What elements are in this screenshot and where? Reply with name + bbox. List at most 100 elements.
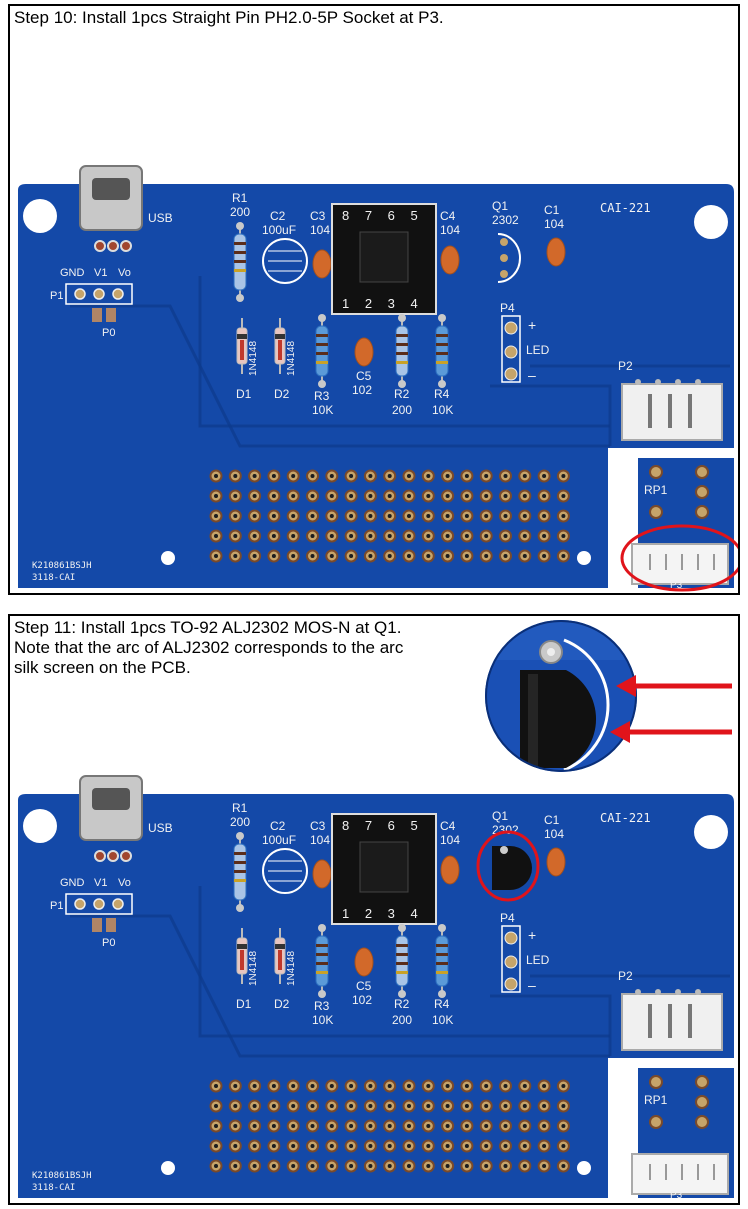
plus-label: +: [528, 317, 536, 333]
perfboard-grid: [209, 469, 570, 563]
ic-chip: [359, 231, 409, 283]
r2-label: R2: [394, 997, 410, 1011]
chip-pins-top: 8 7 6 5: [342, 818, 424, 833]
vo-label: Vo: [118, 877, 131, 889]
p0-pad: [92, 918, 102, 932]
solder-pad: [500, 238, 508, 246]
p2-label: P2: [618, 359, 633, 373]
r4-resistor: [435, 924, 449, 998]
c1-value: 104: [544, 827, 564, 841]
step-10-panel: Step 10: Install 1pcs Straight Pin PH2.0…: [8, 4, 740, 595]
mounting-hole: [694, 205, 728, 239]
c4-value: 104: [440, 223, 460, 237]
c5-capacitor: [354, 947, 374, 977]
solder-pad: [74, 898, 86, 910]
d2-diode: [274, 928, 286, 984]
led-label: LED: [526, 343, 550, 357]
solder-pad: [504, 321, 518, 335]
r4-value: 10K: [432, 403, 453, 417]
gnd-label: GND: [60, 267, 85, 279]
r2-resistor: [395, 924, 409, 998]
mounting-hole: [694, 815, 728, 849]
r1-label: R1: [232, 801, 248, 815]
mounting-hole: [161, 1161, 175, 1175]
d1-label: D1: [236, 997, 252, 1011]
c2-label: C2: [270, 819, 286, 833]
p4-outline: [501, 925, 521, 993]
r2-value: 200: [392, 1013, 412, 1027]
r4-value: 10K: [432, 1013, 453, 1027]
d1-diode: [236, 928, 248, 984]
minus-label: –: [528, 367, 536, 383]
solder-pad: [112, 288, 124, 300]
c3-label: C3: [310, 209, 326, 223]
r3-resistor: [315, 314, 329, 388]
led-label: LED: [526, 953, 550, 967]
board-model-label: CAI-221: [600, 201, 651, 215]
gnd-label: GND: [60, 877, 85, 889]
ic-chip: [359, 841, 409, 893]
r4-resistor: [435, 314, 449, 388]
r1-value: 200: [230, 205, 250, 219]
r1-label: R1: [232, 191, 248, 205]
r1-value: 200: [230, 815, 250, 829]
c3-label: C3: [310, 819, 326, 833]
d1-value: 1N4148: [248, 951, 259, 986]
c1-capacitor: [546, 847, 566, 877]
board-code: 3118-CAI: [32, 1183, 75, 1193]
solder-pad: [695, 465, 709, 479]
c4-label: C4: [440, 819, 456, 833]
r3-resistor: [315, 924, 329, 998]
vo-label: Vo: [118, 267, 131, 279]
mounting-hole: [577, 1161, 591, 1175]
c4-label: C4: [440, 209, 456, 223]
c5-label: C5: [356, 979, 372, 993]
d2-diode: [274, 318, 286, 374]
p3-label: P3: [670, 580, 683, 591]
p4-outline: [501, 315, 521, 383]
solder-pad: [107, 850, 119, 862]
q1-label: Q1: [492, 809, 508, 823]
solder-pad: [504, 931, 518, 945]
c1-label: C1: [544, 813, 560, 827]
q1-value: 2302: [492, 823, 519, 837]
pcb-trace: [198, 886, 610, 1038]
solder-pad: [695, 1115, 709, 1129]
c2-label: C2: [270, 209, 286, 223]
c4-value: 104: [440, 833, 460, 847]
c2-outline: [262, 848, 308, 894]
p0-pad: [106, 308, 116, 322]
solder-pad: [504, 977, 518, 991]
c4-capacitor: [440, 855, 460, 885]
d2-label: D2: [274, 387, 290, 401]
q1-zoom-inset: [476, 620, 738, 772]
c3-value: 104: [310, 223, 330, 237]
solder-pad: [695, 505, 709, 519]
chip-pins-bottom: 1 2 3 4: [342, 296, 424, 311]
mounting-hole: [577, 551, 591, 565]
step-11-panel: Step 11: Install 1pcs TO-92 ALJ2302 MOS-…: [8, 614, 740, 1205]
solder-pad: [695, 1075, 709, 1089]
p1-label: P1: [50, 900, 63, 912]
p0-pad: [92, 308, 102, 322]
pcb-board: [18, 184, 734, 588]
solder-pad: [120, 850, 132, 862]
p0-label: P0: [102, 937, 115, 949]
solder-pad: [107, 240, 119, 252]
p2-label: P2: [618, 969, 633, 983]
p3-label: P3: [670, 1190, 683, 1201]
c5-label: C5: [356, 369, 372, 383]
c5-value: 102: [352, 383, 372, 397]
mounting-hole: [161, 551, 175, 565]
c5-capacitor: [354, 337, 374, 367]
pcb-photo-2: USBGNDV1VoP1P0R1200C2100uFC3104U1 5558 7…: [10, 766, 738, 1203]
arrow-icon: [610, 721, 732, 743]
arrow-icon: [616, 675, 732, 697]
p4-label: P4: [500, 301, 515, 315]
c1-capacitor: [546, 237, 566, 267]
r1-resistor: [233, 222, 247, 302]
solder-pad: [93, 288, 105, 300]
q1-outline: [497, 233, 521, 283]
step-10-text: Step 10: Install 1pcs Straight Pin PH2.0…: [14, 8, 444, 27]
c1-label: C1: [544, 203, 560, 217]
